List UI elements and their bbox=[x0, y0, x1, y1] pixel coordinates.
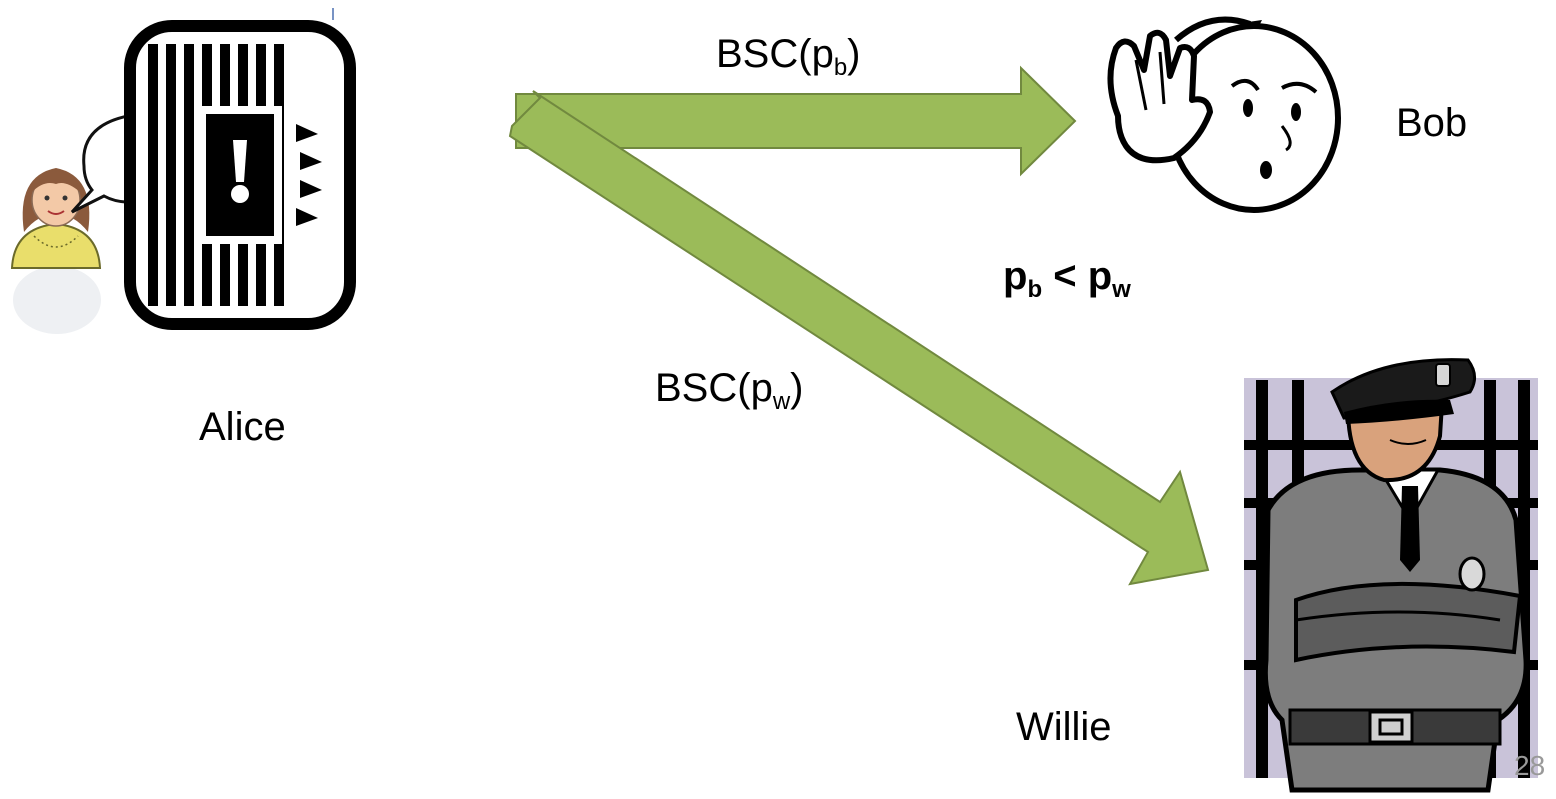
channel-willie-label: BSC(pw) bbox=[655, 366, 804, 415]
bob-label: Bob bbox=[1396, 101, 1468, 145]
arrow-to-willie bbox=[508, 90, 1210, 586]
alice-label: Alice bbox=[199, 405, 286, 449]
alice-avatar-icon bbox=[10, 168, 102, 334]
channel-bob-label: BSC(pb) bbox=[716, 32, 861, 81]
willie-label: Willie bbox=[1016, 705, 1112, 749]
willie-police-officer-icon bbox=[1244, 358, 1538, 793]
transmitter-icon bbox=[124, 20, 356, 330]
page-number: 28 bbox=[1514, 750, 1546, 781]
bob-listening-face-icon bbox=[1107, 16, 1341, 213]
condition-label: pb < pw bbox=[1003, 254, 1131, 303]
